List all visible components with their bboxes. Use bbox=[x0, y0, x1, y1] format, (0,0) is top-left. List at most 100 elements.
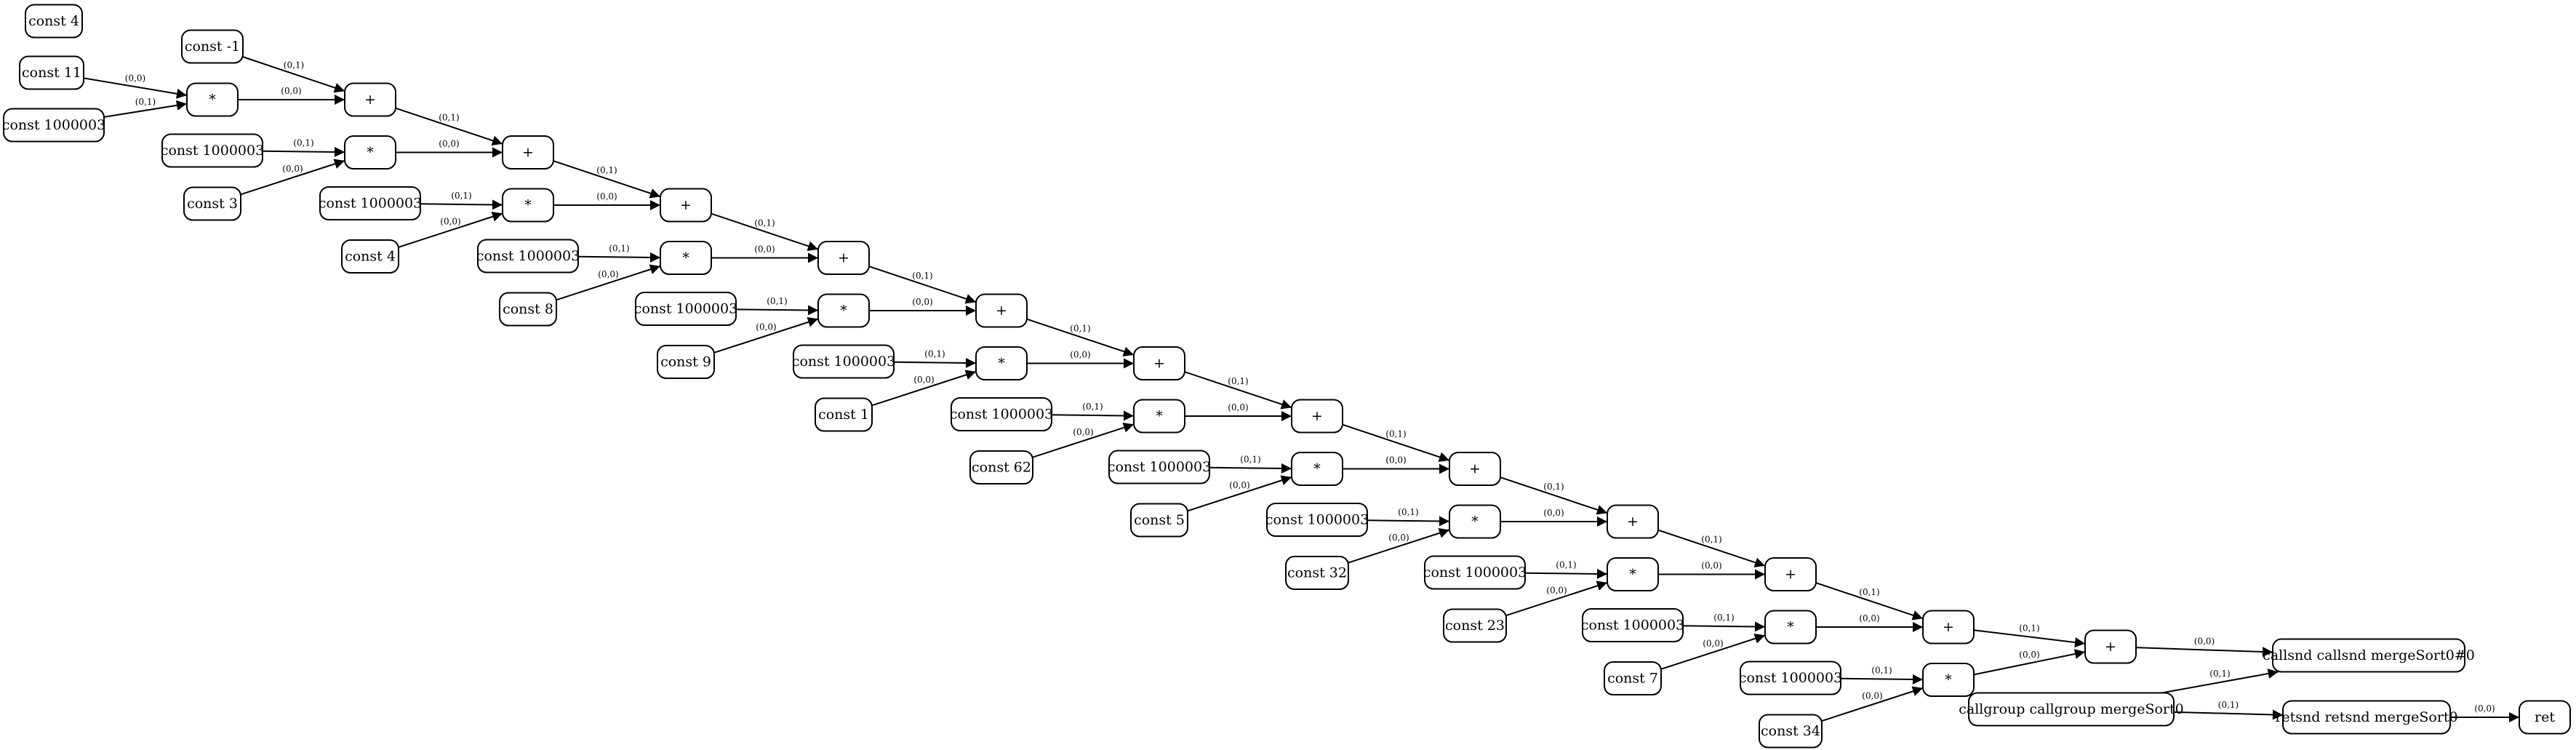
node-box[interactable] bbox=[817, 241, 870, 275]
node-a4[interactable]: + bbox=[975, 293, 1028, 328]
node-cs[interactable]: callsnd callsnd mergeSort0#0 bbox=[2263, 638, 2475, 673]
node-box[interactable] bbox=[1424, 555, 1526, 590]
node-box[interactable] bbox=[1607, 504, 1659, 539]
node-m9[interactable]: * bbox=[1607, 557, 1659, 591]
node-box[interactable] bbox=[1922, 610, 1975, 645]
node-k6[interactable]: const 1000003 bbox=[950, 397, 1053, 431]
node-box[interactable] bbox=[1449, 504, 1501, 539]
node-k2[interactable]: const 1000003 bbox=[319, 186, 422, 220]
node-a8[interactable]: + bbox=[1607, 504, 1659, 539]
node-box[interactable] bbox=[1133, 399, 1185, 434]
node-box[interactable] bbox=[499, 292, 557, 327]
node-box[interactable] bbox=[1607, 557, 1659, 591]
node-a6[interactable]: + bbox=[1291, 399, 1343, 434]
node-box[interactable] bbox=[657, 345, 715, 379]
node-box[interactable] bbox=[1764, 557, 1817, 591]
node-cm1[interactable]: const -1 bbox=[181, 29, 244, 64]
node-box[interactable] bbox=[1582, 608, 1684, 642]
node-v6[interactable]: const 62 bbox=[969, 450, 1033, 484]
node-box[interactable] bbox=[975, 346, 1028, 380]
node-a11[interactable]: + bbox=[2084, 629, 2137, 664]
node-v9[interactable]: const 23 bbox=[1443, 608, 1507, 643]
node-v2[interactable]: const 4 bbox=[341, 239, 399, 274]
node-a0[interactable]: + bbox=[344, 82, 396, 117]
node-box[interactable] bbox=[3, 108, 105, 143]
node-box[interactable] bbox=[1130, 503, 1188, 538]
node-box[interactable] bbox=[344, 82, 396, 117]
node-box[interactable] bbox=[319, 186, 421, 220]
node-box[interactable] bbox=[660, 188, 712, 223]
node-m0[interactable]: * bbox=[186, 82, 239, 117]
node-k5[interactable]: const 1000003 bbox=[792, 344, 895, 379]
node-v5[interactable]: const 1 bbox=[815, 397, 873, 432]
node-box[interactable] bbox=[815, 397, 873, 432]
node-box[interactable] bbox=[1449, 452, 1501, 486]
node-k7[interactable]: const 1000003 bbox=[1108, 450, 1211, 484]
node-m5[interactable]: * bbox=[975, 346, 1028, 380]
node-box[interactable] bbox=[1604, 661, 1662, 695]
node-a5[interactable]: + bbox=[1133, 346, 1185, 380]
node-box[interactable] bbox=[2272, 638, 2465, 673]
node-box[interactable] bbox=[2282, 700, 2451, 735]
node-m3[interactable]: * bbox=[660, 241, 712, 275]
node-m8[interactable]: * bbox=[1449, 504, 1501, 539]
node-a9[interactable]: + bbox=[1764, 557, 1817, 591]
node-box[interactable] bbox=[969, 450, 1033, 484]
node-v4[interactable]: const 9 bbox=[657, 345, 715, 379]
node-k8[interactable]: const 1000003 bbox=[1265, 503, 1369, 537]
node-m2[interactable]: * bbox=[502, 188, 554, 223]
node-a3[interactable]: + bbox=[817, 241, 870, 275]
node-v8[interactable]: const 32 bbox=[1285, 556, 1349, 590]
node-m6[interactable]: * bbox=[1133, 399, 1185, 434]
node-box[interactable] bbox=[19, 55, 84, 90]
node-box[interactable] bbox=[951, 397, 1052, 431]
node-box[interactable] bbox=[1443, 608, 1507, 643]
node-box[interactable] bbox=[1291, 399, 1343, 434]
node-v3[interactable]: const 8 bbox=[499, 292, 557, 327]
node-m11[interactable]: * bbox=[1922, 663, 1975, 697]
node-v11[interactable]: const 34 bbox=[1759, 714, 1823, 749]
node-a1[interactable]: + bbox=[502, 135, 554, 169]
node-box[interactable] bbox=[1764, 610, 1817, 645]
node-k3[interactable]: const 1000003 bbox=[476, 239, 580, 274]
node-box[interactable] bbox=[1968, 692, 2175, 727]
node-box[interactable] bbox=[1740, 661, 1841, 695]
node-m10[interactable]: * bbox=[1764, 610, 1817, 645]
node-box[interactable] bbox=[660, 241, 712, 275]
node-box[interactable] bbox=[2519, 700, 2571, 735]
node-k1[interactable]: const 1000003 bbox=[161, 133, 264, 168]
node-v1[interactable]: const 3 bbox=[183, 186, 241, 221]
node-box[interactable] bbox=[181, 29, 244, 64]
node-box[interactable] bbox=[502, 135, 554, 169]
node-box[interactable] bbox=[1266, 503, 1368, 537]
node-box[interactable] bbox=[477, 239, 579, 274]
node-k4[interactable]: const 1000003 bbox=[634, 292, 737, 326]
node-box[interactable] bbox=[975, 293, 1028, 328]
node-ret[interactable]: ret bbox=[2519, 700, 2571, 735]
node-k9[interactable]: const 1000003 bbox=[1423, 555, 1527, 590]
node-box[interactable] bbox=[1133, 346, 1185, 380]
node-box[interactable] bbox=[502, 188, 554, 223]
node-box[interactable] bbox=[344, 135, 396, 169]
node-box[interactable] bbox=[25, 4, 83, 39]
node-k11[interactable]: const 1000003 bbox=[1739, 661, 1842, 695]
node-box[interactable] bbox=[793, 344, 895, 379]
node-box[interactable] bbox=[635, 292, 737, 326]
node-box[interactable] bbox=[186, 82, 239, 117]
node-c4a[interactable]: const 4 bbox=[25, 4, 83, 39]
node-cg[interactable]: callgroup callgroup mergeSort0 bbox=[1959, 692, 2184, 727]
node-k10[interactable]: const 1000003 bbox=[1581, 608, 1684, 642]
node-box[interactable] bbox=[1291, 452, 1343, 486]
node-a10[interactable]: + bbox=[1922, 610, 1975, 645]
node-v10[interactable]: const 7 bbox=[1604, 661, 1662, 695]
node-c11[interactable]: const 11 bbox=[19, 55, 84, 90]
node-box[interactable] bbox=[1759, 714, 1823, 749]
node-box[interactable] bbox=[1922, 663, 1975, 697]
node-k0[interactable]: const 1000003 bbox=[2, 108, 105, 143]
node-box[interactable] bbox=[1108, 450, 1210, 484]
node-m4[interactable]: * bbox=[817, 293, 870, 328]
node-box[interactable] bbox=[183, 186, 241, 221]
node-a7[interactable]: + bbox=[1449, 452, 1501, 486]
node-v7[interactable]: const 5 bbox=[1130, 503, 1188, 538]
node-box[interactable] bbox=[2084, 629, 2137, 664]
